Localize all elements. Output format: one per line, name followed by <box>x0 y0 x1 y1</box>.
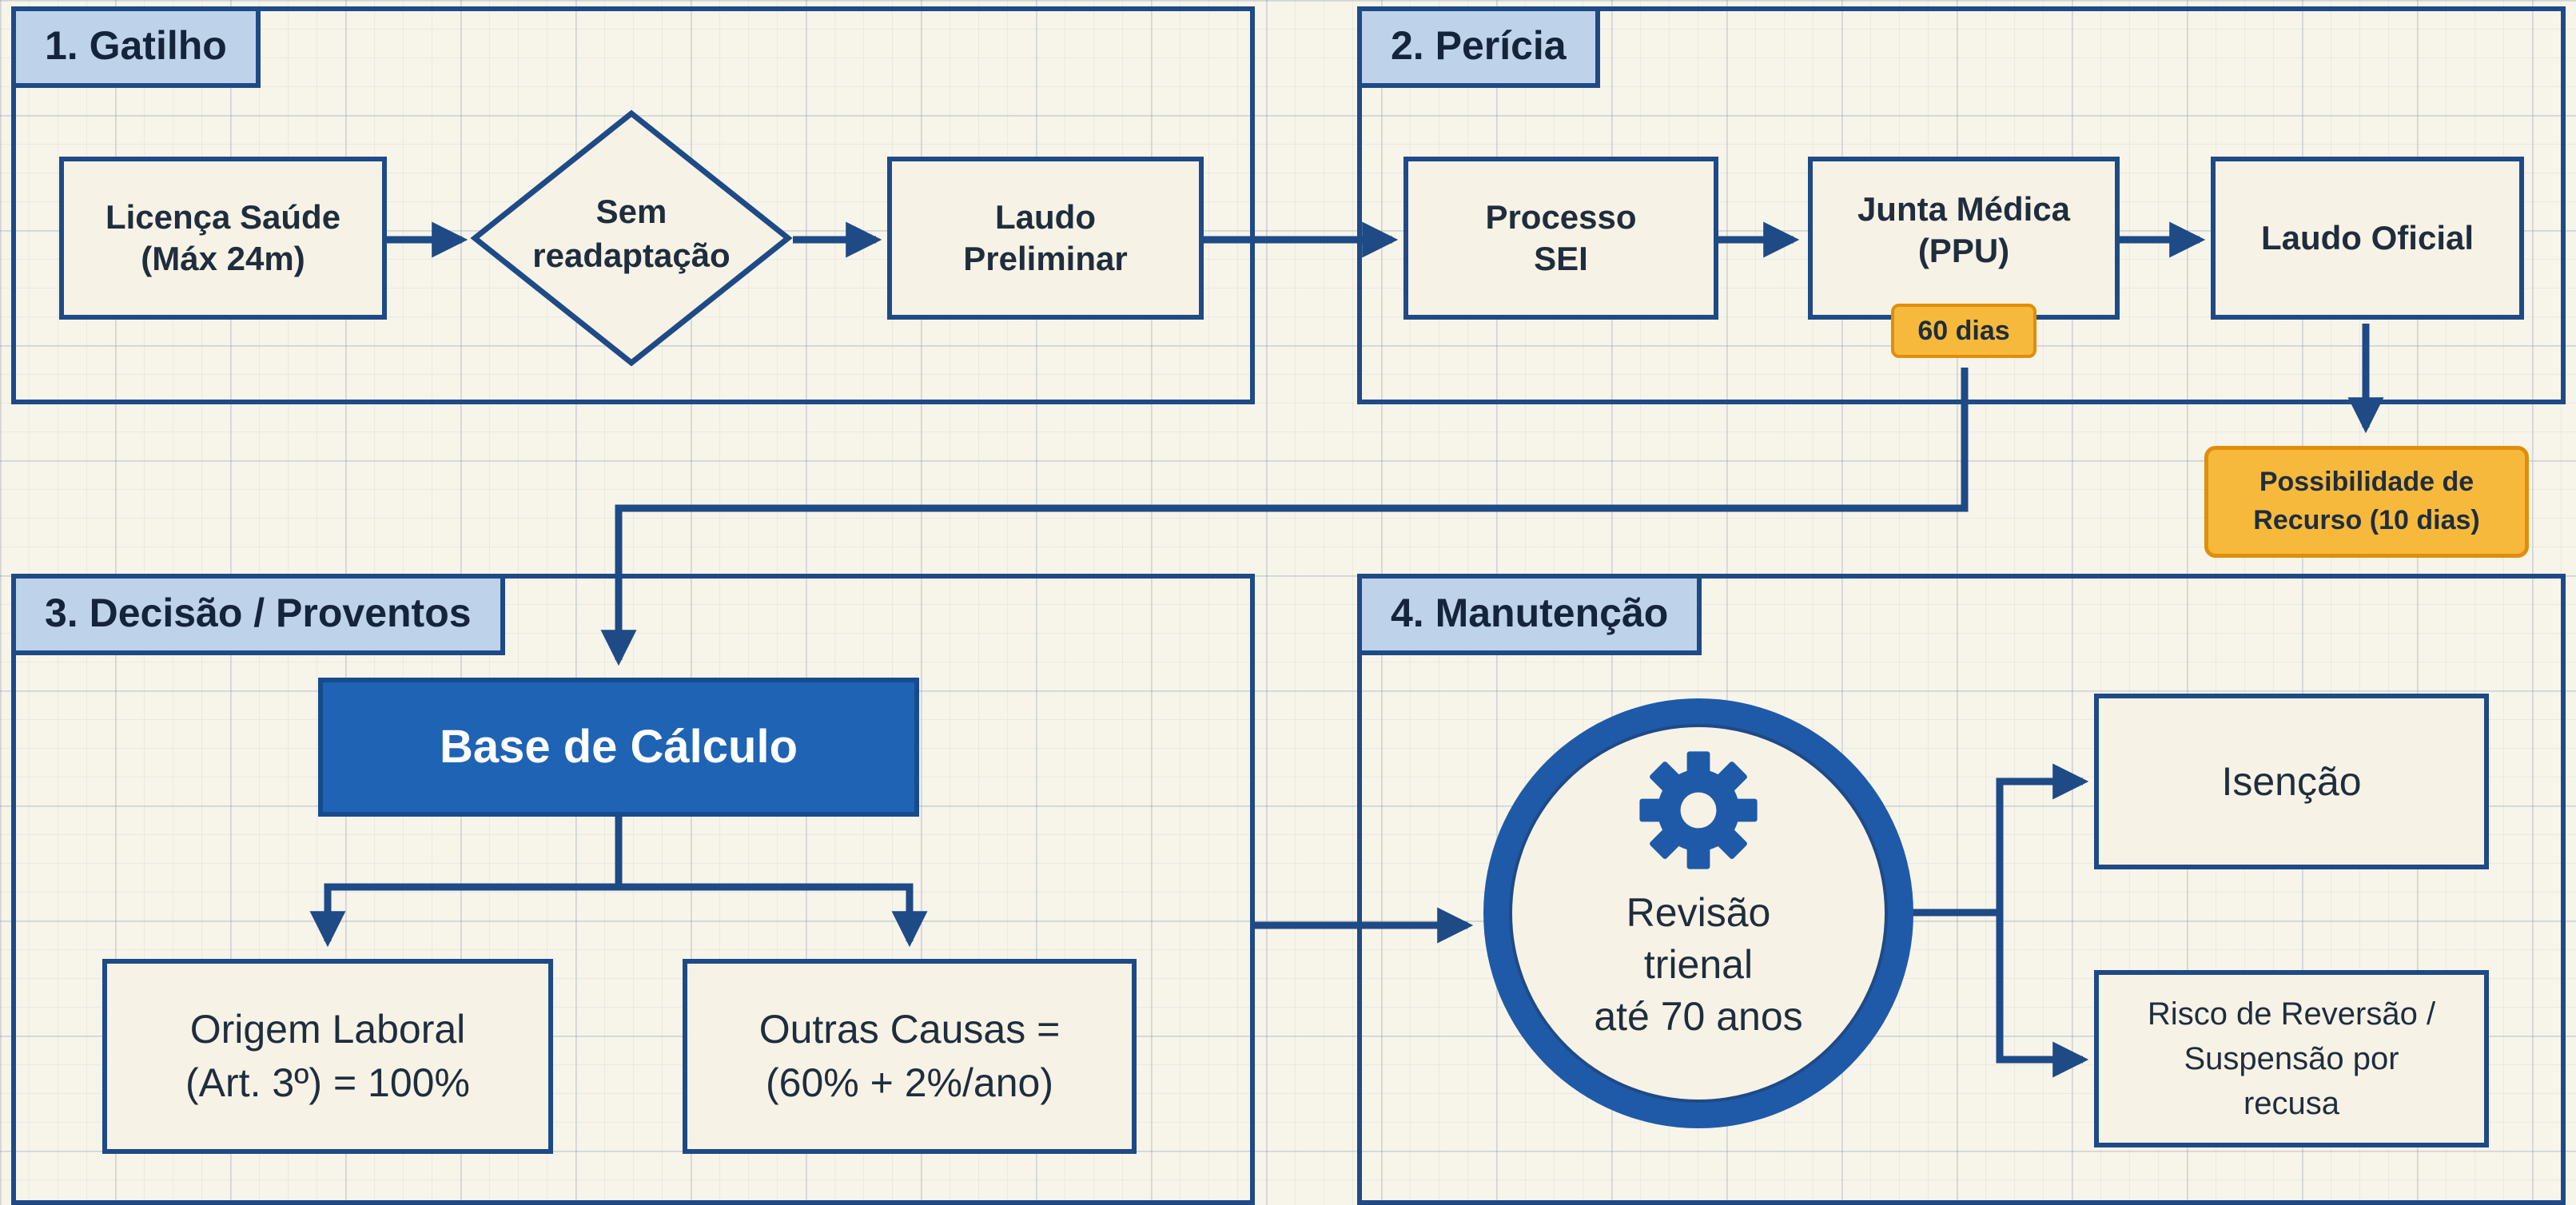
node-processo-sei: Processo SEI <box>1403 157 1718 320</box>
decision-sem-readaptacao: Sem readaptação <box>470 109 793 368</box>
section-title: 3. Decisão / Proventos <box>16 579 505 655</box>
node-outras-causas: Outras Causas = (60% + 2%/ano) <box>683 959 1137 1154</box>
node-origem-laboral: Origem Laboral (Art. 3º) = 100% <box>102 959 553 1154</box>
section-title: 2. Perícia <box>1362 11 1600 88</box>
section-title: 1. Gatilho <box>16 11 261 88</box>
node-base-de-calculo: Base de Cálculo <box>318 678 919 817</box>
node-licenca-saude: Licença Saúde (Máx 24m) <box>59 157 387 320</box>
node-laudo-oficial: Laudo Oficial <box>2211 157 2524 320</box>
node-revisao-trienal: Revisão trienal até 70 anos <box>1483 698 1913 1128</box>
decision-label: Sem readaptação <box>532 193 731 274</box>
node-isencao: Isenção <box>2094 694 2489 869</box>
badge-recurso: Possibilidade de Recurso (10 dias) <box>2204 446 2529 558</box>
badge-60-dias: 60 dias <box>1891 304 2037 358</box>
section-title: 4. Manutenção <box>1362 579 1702 655</box>
node-risco-reversao: Risco de Reversão / Suspensão por recusa <box>2094 970 2489 1147</box>
revisao-label: Revisão trienal até 70 anos <box>1594 890 1803 1039</box>
node-laudo-preliminar: Laudo Preliminar <box>887 157 1204 320</box>
node-junta-medica: Junta Médica (PPU) <box>1808 157 2120 320</box>
diamond-shape <box>470 109 793 367</box>
gear-icon <box>1639 751 1758 869</box>
section-pericia: 2. Perícia <box>1357 6 2566 404</box>
